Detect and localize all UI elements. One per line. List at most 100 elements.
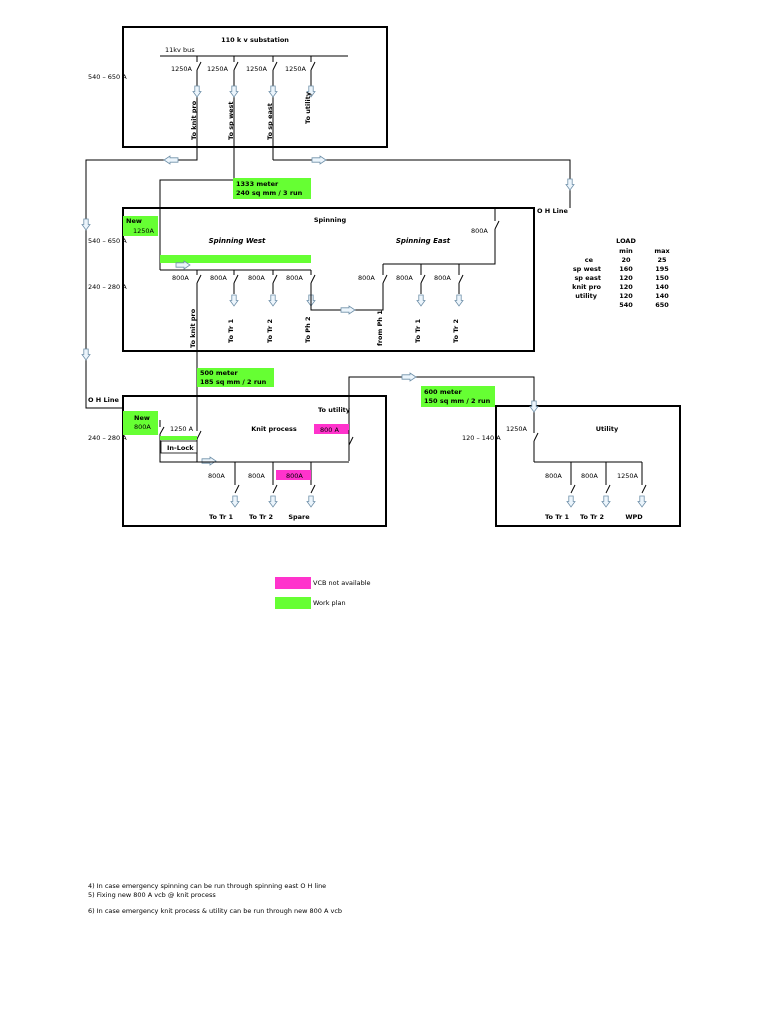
cable-1-spec: 240 sq mm / 3 run (236, 189, 303, 197)
utility-breaker-label: 800A (581, 472, 598, 480)
substation-feeder-label: To utility (304, 91, 312, 124)
spinning-east-breaker-label: 800A (434, 274, 451, 282)
sp-east-cable-route (273, 159, 571, 208)
knit-to-utility: To utility (318, 406, 351, 414)
knit-side-current: 240 – 280 A (88, 434, 127, 442)
knit-feeder-label: To Tr 1 (209, 513, 233, 521)
substation-feeder-label: To sp east (266, 103, 274, 140)
load-table-header-max: max (654, 247, 670, 255)
substation-breaker-label: 1250A (246, 65, 268, 73)
knit-spare-breaker-vcb-na (276, 470, 311, 480)
note-item: 4) In case emergency spinning can be run… (88, 882, 327, 890)
knit-interlock-label: In-Lock (167, 444, 194, 452)
load-table-header-min: min (619, 247, 633, 255)
load-row-name: ce (585, 256, 594, 264)
substation-feeder-3: 1250A To sp east (246, 56, 278, 160)
utility-feeder-label: To Tr 2 (580, 513, 604, 521)
legend-vcb-swatch (275, 577, 311, 589)
spinning-east-incomer-label: 800A (471, 227, 488, 235)
load-row-max: 150 (655, 274, 669, 282)
note-item: 5) Fixing new 800 A vcb @ knit process (88, 891, 216, 899)
substation-breaker-label: 1250A (285, 65, 307, 73)
knit-process-box (122, 395, 387, 527)
spinning-east-incomer-route (459, 229, 496, 265)
substation-feeder-2: 1250A To sp west (207, 56, 239, 160)
knit-utility-breaker-vcb-na (314, 424, 349, 434)
knit-feeder-label: Spare (288, 513, 310, 521)
cable-3-length: 600 meter (424, 388, 463, 396)
substation-title: 110 k v substation (221, 36, 289, 44)
spinning-new-label: New (126, 217, 142, 225)
knit-incomer-label: 1250 A (170, 425, 194, 433)
spinning-west-breaker-label: 800A (210, 274, 227, 282)
spinning-new-incomer-workplan (123, 216, 158, 236)
spinning-west-breaker-label: 800A (286, 274, 303, 282)
utility-feeder-2: 800A To Tr 2 (580, 462, 611, 521)
knit-breaker-label: 800A (248, 472, 265, 480)
load-row-max: 195 (655, 265, 669, 273)
spinning-box (122, 207, 535, 352)
spinning-west-feeder-label: To Tr 2 (266, 319, 274, 343)
note-item: 6) In case emergency knit process & util… (88, 907, 343, 915)
spinning-side-current-2: 240 – 280 A (88, 283, 127, 291)
utility-incomer-label: 1250A (506, 425, 528, 433)
knit-interlock-workplan (160, 436, 197, 440)
substation-feeder-4: 1250A To utility (285, 56, 316, 124)
knit-feeder-route (85, 148, 198, 409)
substation-breaker-label: 1250A (207, 65, 229, 73)
utility-feeder-label: To Tr 1 (545, 513, 569, 521)
spinning-oh-line: O H Line (537, 207, 568, 215)
load-row-max: 140 (655, 283, 669, 291)
spinning-west-feeder-label: To knit pro (189, 308, 197, 348)
utility-box (495, 405, 681, 527)
legend: VCB not available Work plan (275, 577, 371, 609)
load-row-name: sp west (573, 265, 601, 273)
spinning-east-breaker-label: 800A (396, 274, 413, 282)
substation-feeder-label: To knit pro (190, 100, 198, 140)
knit-feeder-2: 800A To Tr 2 (248, 462, 278, 521)
spinning-west-feeder-3: 800A To Tr 2 (248, 270, 278, 343)
load-row-min: 160 (619, 265, 633, 273)
load-table: LOAD min max ce 20 25 sp west 160 195 sp… (572, 237, 670, 309)
cable-2-length: 500 meter (200, 369, 239, 377)
utility-side-current: 120 – 140 A (462, 434, 501, 442)
knit-oh-line: O H Line (88, 396, 119, 404)
utility-breaker-label: 1250A (617, 472, 639, 480)
spinning-west-feeder-label: To Ph 2 (304, 317, 312, 343)
knit-new-breaker-label: 800A (134, 423, 151, 431)
load-row-name: utility (575, 292, 598, 300)
load-row-min: 120 (619, 283, 633, 291)
spinning-east-feeder-2: 800A To Tr 1 (396, 264, 426, 343)
cable-3-spec: 150 sq mm / 2 run (424, 397, 491, 405)
spinning-east-title: Spinning East (396, 237, 451, 245)
spinning-east-feeder-3: 800A To Tr 2 (434, 264, 464, 343)
spinning-west-feeder-2: 800A To Tr 1 (210, 270, 239, 343)
utility-feeder-1: 800A To Tr 1 (545, 462, 576, 521)
knit-breaker-label: 800A (286, 472, 303, 480)
load-total-min: 540 (619, 301, 633, 309)
knit-feeder-1: 800A To Tr 1 (208, 462, 240, 521)
load-row-max: 25 (657, 256, 667, 264)
spinning-east-breaker-label: 800A (358, 274, 375, 282)
knit-feeder-label: To Tr 2 (249, 513, 273, 521)
cable-2-workplan (197, 368, 274, 387)
knit-interlock-box (160, 440, 198, 454)
substation-breaker-label: 1250A (171, 65, 193, 73)
legend-plan-swatch (275, 597, 311, 609)
cable-1-workplan (233, 178, 311, 199)
load-row-name: sp east (574, 274, 601, 282)
load-row-min: 120 (619, 274, 633, 282)
load-row-min: 120 (619, 292, 633, 300)
spinning-west-title: Spinning West (209, 237, 266, 245)
spinning-east-feeder-label: To Tr 2 (452, 319, 460, 343)
spinning-west-feeder-1: 800A To knit pro (172, 270, 202, 424)
knit-title: Knit process (251, 425, 297, 433)
spinning-incomer-label: 1250A (133, 227, 155, 235)
substation-bus-label: 11kv bus (165, 46, 195, 54)
utility-feeder-label: WPD (625, 513, 643, 521)
legend-plan-text: Work plan (313, 599, 346, 607)
spinning-east-feeder-label: To Tr 1 (414, 319, 422, 343)
utility-breaker-label: 800A (545, 472, 562, 480)
knit-new-breaker-workplan (123, 411, 158, 435)
spinning-side-current-1: 540 – 650 A (88, 237, 127, 245)
